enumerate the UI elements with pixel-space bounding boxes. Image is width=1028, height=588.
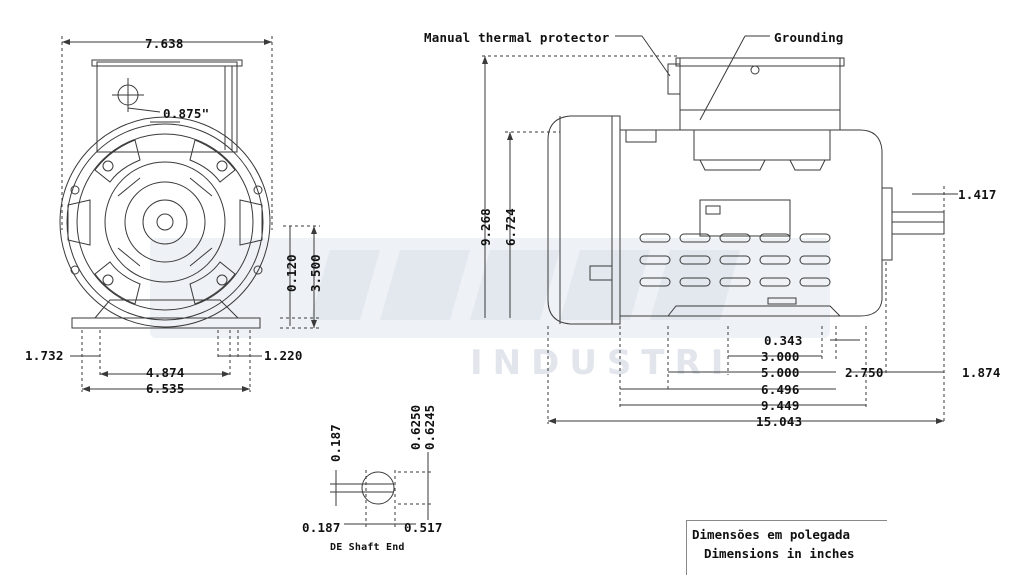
front-view bbox=[59, 36, 320, 392]
watermark-text: INDUSTRI bbox=[470, 343, 734, 383]
dim-0517: 0.517 bbox=[404, 520, 443, 535]
dim-0187-horizontal: 0.187 bbox=[302, 520, 341, 535]
dim-1417: 1.417 bbox=[958, 187, 997, 202]
dim-6535: 6.535 bbox=[146, 381, 185, 396]
side-view bbox=[482, 35, 958, 424]
units-note-en: Dimensions in inches bbox=[704, 546, 855, 561]
dim-6496: 6.496 bbox=[761, 382, 800, 397]
dim-4874: 4.874 bbox=[146, 365, 185, 380]
dim-15043: 15.043 bbox=[756, 414, 803, 429]
dim-6724: 6.724 bbox=[503, 208, 518, 246]
dim-5000: 5.000 bbox=[761, 365, 800, 380]
dim-shaft-0875: 0.875" bbox=[163, 106, 210, 121]
units-note-pt: Dimensões em polegada bbox=[692, 527, 851, 542]
dim-9268: 9.268 bbox=[478, 208, 493, 246]
dim-2750: 2.750 bbox=[845, 365, 884, 380]
shaft-end-title: DE Shaft End bbox=[330, 542, 405, 553]
shaft-end-detail bbox=[330, 452, 432, 528]
dim-3000: 3.000 bbox=[761, 349, 800, 364]
dim-1732: 1.732 bbox=[25, 348, 64, 363]
callout-thermal-protector: Manual thermal protector bbox=[424, 30, 610, 45]
dim-7638: 7.638 bbox=[145, 36, 184, 51]
dim-1220: 1.220 bbox=[264, 348, 303, 363]
callout-grounding: Grounding bbox=[774, 30, 844, 45]
dim-06245: 0.6245 bbox=[422, 404, 437, 450]
dim-0120: 0.120 bbox=[284, 254, 299, 292]
units-note-box bbox=[686, 520, 887, 575]
dim-06250: 0.6250 bbox=[408, 404, 423, 450]
dim-1874: 1.874 bbox=[962, 365, 1001, 380]
dim-0343: 0.343 bbox=[764, 333, 803, 348]
dim-0187-vertical: 0.187 bbox=[328, 424, 343, 462]
dim-9449: 9.449 bbox=[761, 398, 800, 413]
dim-3500: 3.500 bbox=[308, 254, 323, 292]
